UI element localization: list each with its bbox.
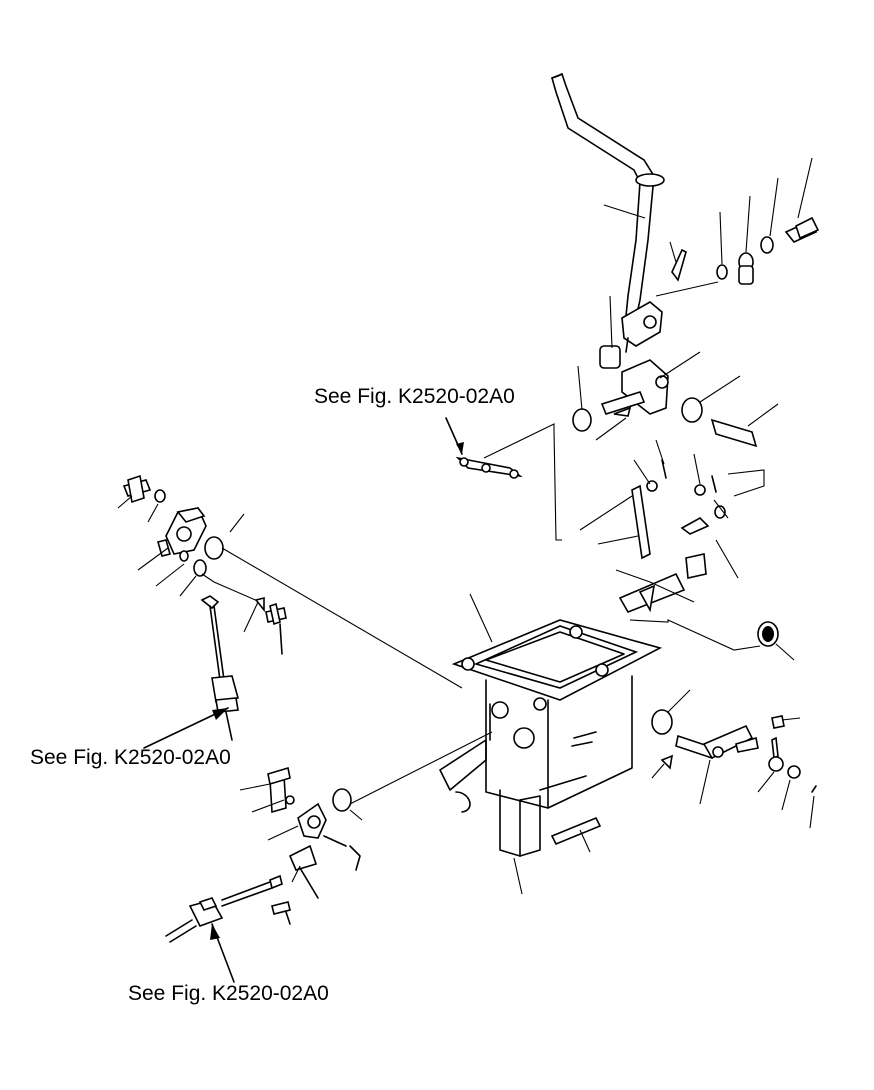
push-pull-cable-lower	[165, 844, 319, 943]
leader-lines-left	[117, 495, 463, 689]
see-fig-label-bottom: See Fig. K2520-02A0	[128, 982, 329, 1005]
leader-lines-lower-left	[239, 783, 363, 841]
lever-bolt	[671, 216, 820, 285]
see-fig-arrow-left	[143, 707, 229, 749]
select-linkage	[618, 459, 726, 613]
interlock-rod	[445, 417, 562, 541]
leader-lines-pivot	[577, 295, 779, 441]
push-pull-cable-upper	[200, 595, 287, 741]
gear-and-pin	[651, 621, 817, 793]
see-fig-arrow-bottom	[210, 923, 235, 983]
leader-line	[603, 204, 646, 219]
lower-lever	[267, 731, 493, 871]
shift-case	[439, 619, 663, 857]
cable-clamp	[122, 474, 224, 577]
leader-lines-top	[655, 157, 813, 297]
shift-lever	[551, 72, 665, 353]
leader-lines-right	[651, 643, 815, 829]
see-fig-label-left: See Fig. K2520-02A0	[30, 746, 231, 769]
leader-lines-case	[469, 593, 761, 895]
see-fig-label-top: See Fig. K2520-02A0	[314, 385, 515, 408]
pivot-assembly	[572, 345, 758, 448]
leader-lines-mid	[579, 439, 765, 603]
